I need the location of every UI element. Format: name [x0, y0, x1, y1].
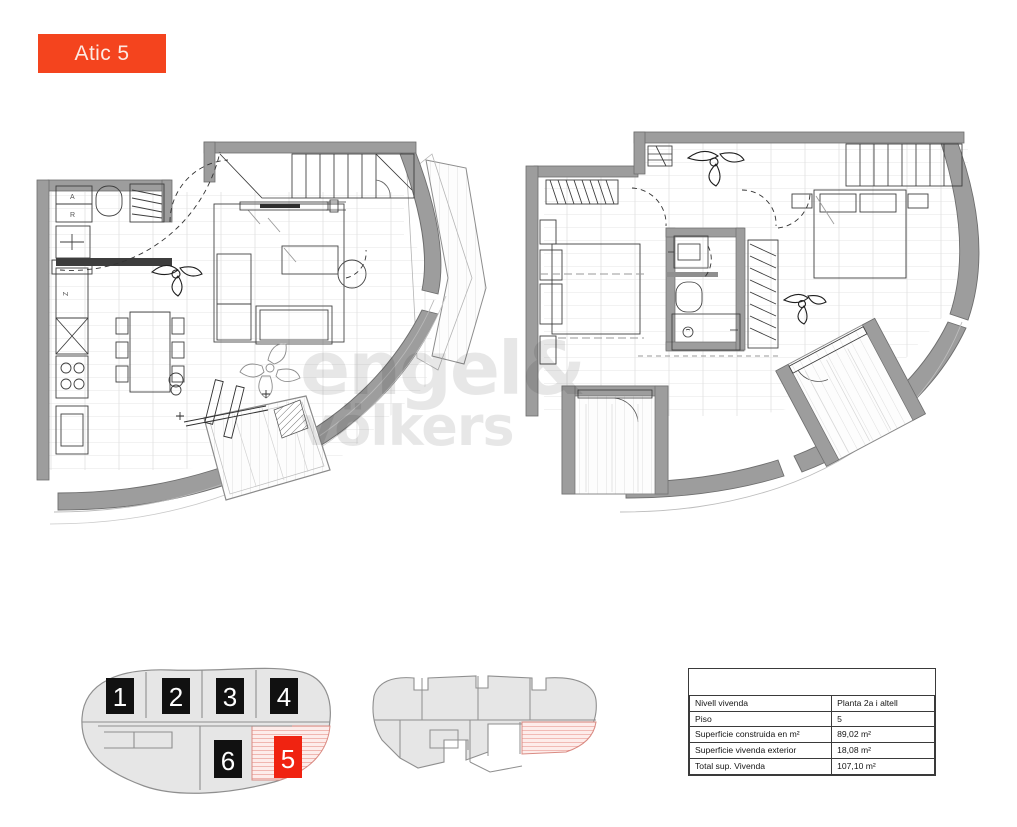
right-terrace-east — [775, 317, 927, 467]
right-fan-symbol-2 — [782, 293, 827, 325]
right-staircase — [845, 143, 963, 187]
page-title: Atic 5 — [74, 42, 130, 65]
table-row: Superficie vivenda exterior 18,08 m² — [688, 742, 935, 759]
left-sliding-door — [176, 379, 270, 439]
key-unit-selector[interactable]: 1 2 3 4 6 5 — [74, 658, 339, 798]
svg-text:A: A — [70, 194, 75, 201]
svg-text:6: 6 — [221, 746, 235, 776]
key-badge-6[interactable]: 6 — [214, 740, 242, 778]
key-site-partitions — [374, 676, 596, 773]
key-site-selected-zone — [521, 721, 597, 755]
right-window-detail — [647, 145, 673, 167]
left-wall-hatch — [273, 399, 309, 439]
row-label-total: Total sup. Vivenda — [688, 757, 833, 775]
svg-text:4: 4 — [277, 682, 291, 712]
svg-text:Z: Z — [63, 291, 70, 296]
right-bedroom-1 — [539, 179, 644, 365]
table-row: Superficie construida en m² 89,02 m² — [688, 726, 935, 744]
left-fan-symbol — [150, 264, 203, 297]
row-label-exterior: Superficie vivenda exterior — [688, 742, 833, 759]
page-title-badge: Atic 5 — [38, 34, 166, 73]
row-value-total: 107,10 m² — [831, 757, 935, 775]
key-badge-4[interactable]: 4 — [270, 678, 298, 714]
right-bathroom — [668, 235, 741, 351]
row-value-exterior: 18,08 m² — [831, 742, 935, 759]
unit-info-table: Nivell vivenda Planta 2a i altell Piso 5… — [688, 668, 936, 776]
right-fan-symbol — [686, 150, 745, 187]
svg-text:R: R — [70, 212, 75, 219]
right-walls — [525, 131, 965, 417]
left-dining-set — [115, 311, 185, 396]
key-partitions — [82, 670, 330, 790]
table-row: Piso 5 — [688, 710, 935, 728]
floorplan-right-bedroom-level — [516, 124, 1016, 514]
floorplan-left-living-level: A R Z — [34, 118, 504, 528]
table-row: Nivell vivenda Planta 2a i altell — [688, 695, 935, 712]
right-bedroom-2 — [791, 189, 929, 279]
key-badge-3[interactable]: 3 — [216, 678, 244, 714]
table-header-label — [689, 669, 832, 696]
svg-text:3: 3 — [223, 682, 237, 712]
svg-text:2: 2 — [169, 682, 183, 712]
left-door-swings — [59, 151, 367, 279]
key-badge-5-selected[interactable]: 5 — [274, 736, 302, 778]
table-header-value — [831, 669, 935, 696]
svg-text:5: 5 — [281, 744, 295, 774]
right-door-swings — [631, 187, 811, 357]
table-header-row — [689, 669, 935, 696]
left-walls — [36, 141, 417, 481]
left-plant — [239, 343, 301, 399]
table-row: Total sup. Vivenda 107,10 m² — [688, 757, 935, 775]
row-value-piso: 5 — [831, 710, 935, 728]
left-staircase — [219, 153, 415, 213]
left-kitchen: A R Z — [51, 183, 165, 455]
row-value-construida: 89,02 m² — [831, 726, 935, 744]
right-terrace-south — [561, 385, 669, 495]
right-closet-column — [747, 239, 779, 349]
row-label-construida: Superficie construida en m² — [688, 726, 833, 744]
key-site-plan[interactable] — [370, 662, 605, 790]
row-label-piso: Piso — [688, 710, 833, 728]
row-value-nivell: Planta 2a i altell — [831, 695, 935, 712]
key-badge-1[interactable]: 1 — [106, 678, 134, 714]
key-site-outline — [372, 675, 597, 769]
key-badge-2[interactable]: 2 — [162, 678, 190, 714]
svg-text:1: 1 — [113, 682, 127, 712]
row-label-nivell: Nivell vivenda — [688, 695, 833, 712]
